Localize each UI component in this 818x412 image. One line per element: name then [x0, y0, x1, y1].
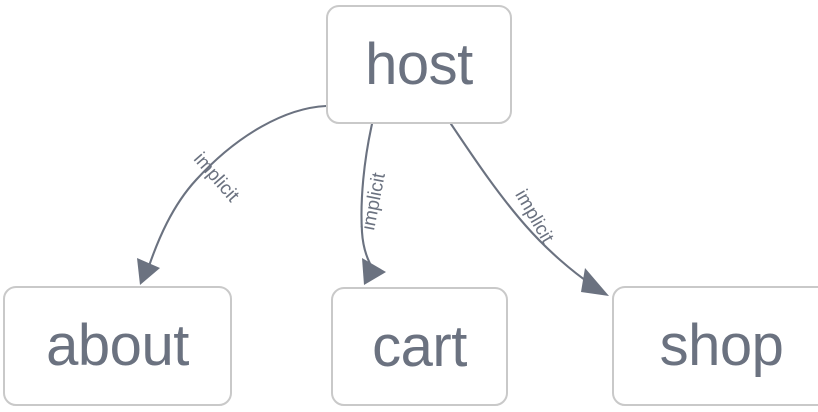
- node-about[interactable]: about: [3, 286, 232, 406]
- node-cart[interactable]: cart: [331, 287, 508, 406]
- edge-host-about-arrowhead: [137, 258, 160, 285]
- edge-host-about-path: [147, 104, 328, 268]
- node-about-label: about: [46, 313, 189, 378]
- node-cart-label: cart: [372, 313, 467, 379]
- node-shop-label: shop: [659, 313, 784, 378]
- node-host[interactable]: host: [326, 5, 512, 124]
- node-shop[interactable]: shop: [612, 286, 818, 406]
- edge-host-shop-arrowhead: [581, 268, 609, 296]
- node-host-label: host: [365, 31, 473, 97]
- edge-host-cart-path: [360, 122, 377, 274]
- edge-host-cart[interactable]: [360, 122, 386, 285]
- edge-host-cart-arrowhead: [362, 258, 386, 285]
- edge-host-about[interactable]: [137, 104, 328, 285]
- edge-host-shop-path: [449, 122, 594, 287]
- edge-host-shop[interactable]: [449, 122, 609, 296]
